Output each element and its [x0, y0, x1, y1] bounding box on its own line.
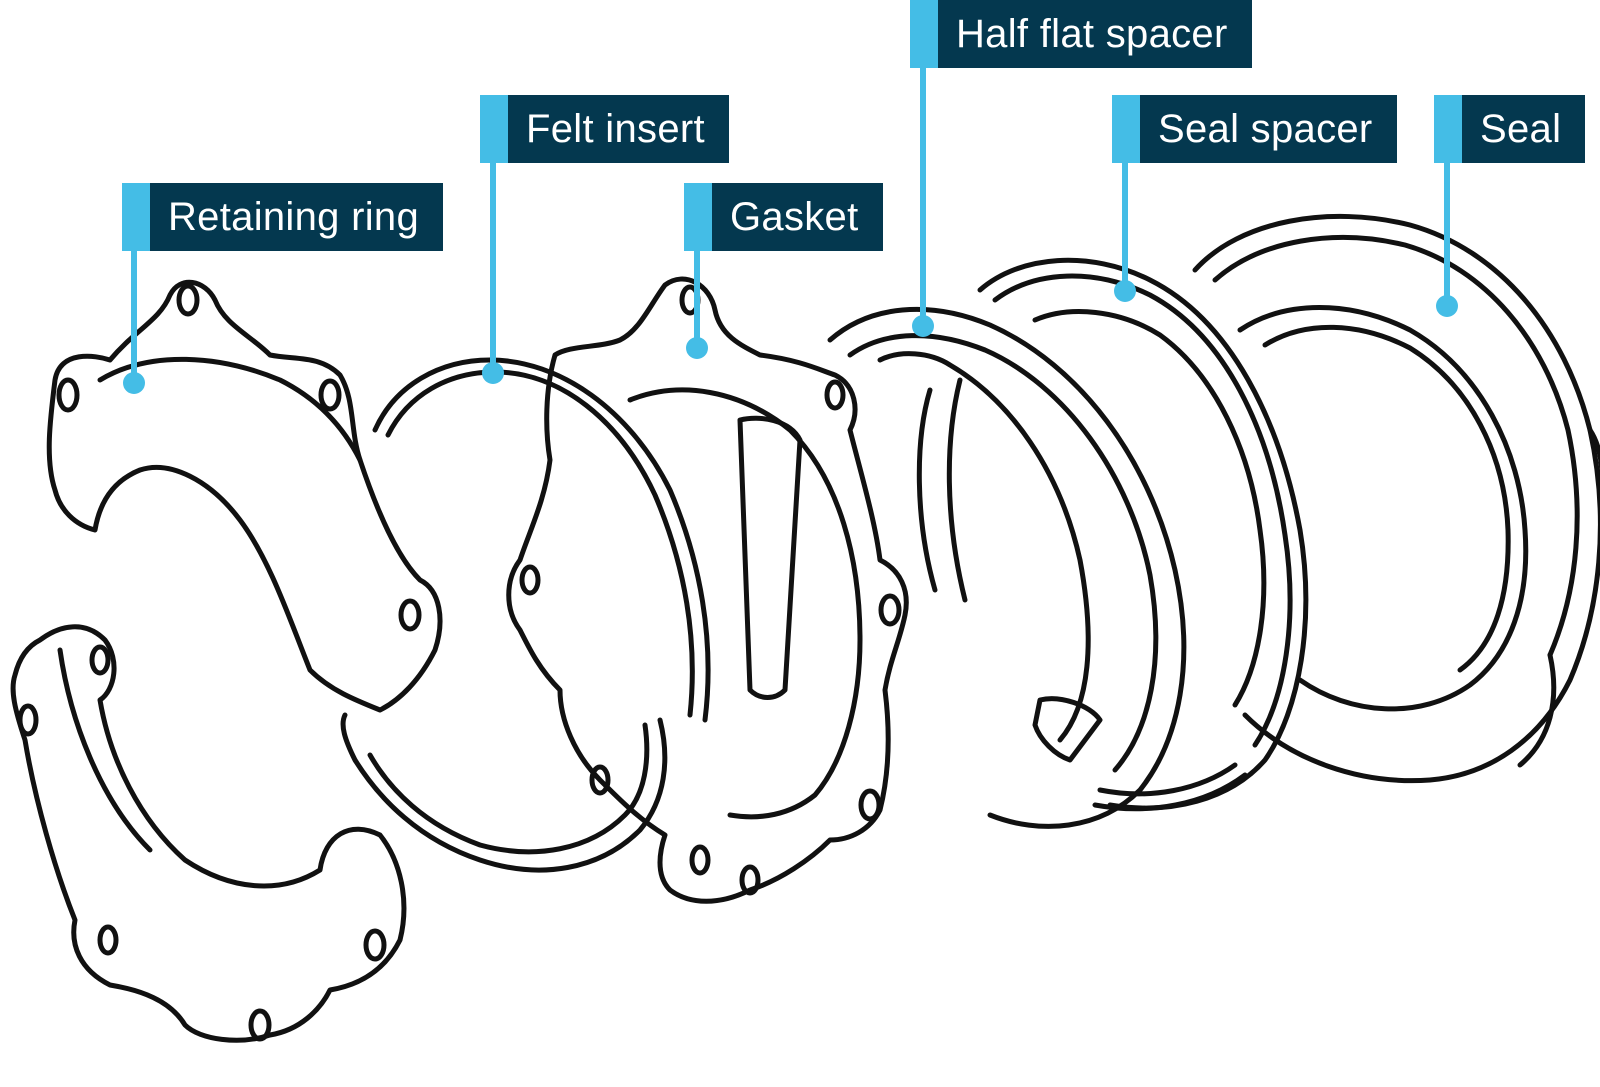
- half-flat-spacer-callout: Half flat spacer: [910, 0, 1252, 68]
- felt-insert-leader: [490, 155, 496, 370]
- half-flat-spacer: [827, 306, 1187, 829]
- callout-accent-tab: [122, 183, 150, 251]
- retaining-ring-lower-half: [10, 624, 407, 1043]
- seal-spacer-leader: [1122, 155, 1128, 290]
- gasket-anchor-dot: [686, 337, 708, 359]
- felt-insert-anchor-dot: [482, 362, 504, 384]
- callout-accent-tab: [1434, 95, 1462, 163]
- gasket-plate: [506, 276, 909, 904]
- retaining-ring-callout: Retaining ring: [122, 183, 444, 251]
- gasket-label: Gasket: [712, 183, 883, 251]
- seal-spacer-anchor-dot: [1114, 280, 1136, 302]
- seal-callout: Seal: [1434, 95, 1586, 163]
- callout-accent-tab: [1112, 95, 1140, 163]
- retaining-ring-anchor-dot: [123, 372, 145, 394]
- felt-insert-ring: [340, 357, 711, 873]
- half-flat-spacer-leader: [920, 60, 926, 325]
- gasket-leader: [694, 240, 700, 340]
- seal-leader: [1444, 155, 1450, 305]
- callout-accent-tab: [910, 0, 938, 68]
- half-flat-spacer-anchor-dot: [912, 315, 934, 337]
- seal-spacer-label: Seal spacer: [1140, 95, 1397, 163]
- seal-anchor-dot: [1436, 295, 1458, 317]
- felt-insert-callout: Felt insert: [480, 95, 729, 163]
- gasket-callout: Gasket: [684, 183, 883, 251]
- retaining-ring-upper-half: [46, 279, 443, 713]
- felt-insert-label: Felt insert: [508, 95, 729, 163]
- retaining-ring-label: Retaining ring: [150, 183, 444, 251]
- half-flat-spacer-label: Half flat spacer: [938, 0, 1252, 68]
- callout-accent-tab: [684, 183, 712, 251]
- callout-accent-tab: [480, 95, 508, 163]
- retaining-ring-leader: [131, 240, 137, 385]
- seal-ring: [1192, 214, 1600, 784]
- seal-spacer-ring: [977, 257, 1309, 812]
- seal-label: Seal: [1462, 95, 1586, 163]
- seal-spacer-callout: Seal spacer: [1112, 95, 1397, 163]
